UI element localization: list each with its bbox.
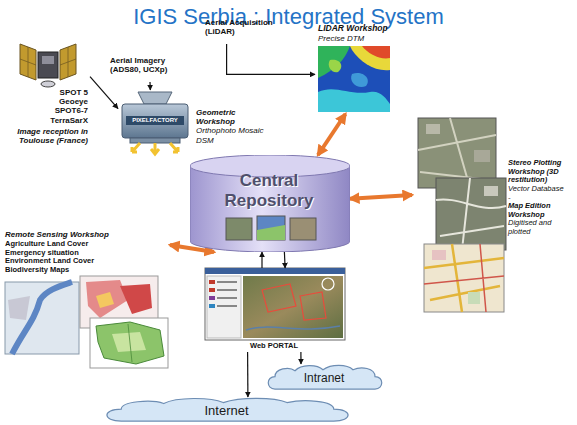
connector-arrow [350,195,412,199]
lidar-image [318,46,390,112]
node-text: Vector Database [508,185,571,194]
remote-sensing-maps [5,276,168,368]
connector-arrow [247,352,248,397]
connector-arrow [227,44,315,74]
pixelfactory-icon [122,92,188,154]
node-text: Orthophoto Mosaic DSM [196,126,270,144]
node-text: Agriculture Land Cover [5,240,168,249]
node-text: Biodiversity Maps [5,266,168,275]
source-text: SPOT 5 Geoeye SPOT6-7 TerraSarX Image rec… [4,40,90,145]
workshop-group: Remote Sensing WorkshopAgriculture Land … [3,228,170,370]
diagram-title: IGIS Serbia : Integrated System [0,4,577,30]
network-cloud: Internet [100,397,355,423]
node-text: Environment Land Cover [5,257,168,266]
source-text: Aerial Acquisition (LiDAR) [205,18,303,44]
node-text: Intranet [265,372,383,386]
connector-arrow [149,82,151,90]
node-text: Aerial Imagery (ADS80, UCXp) [110,56,188,74]
node-text: Central Repository [209,171,329,210]
node-text: - [508,194,571,203]
connector-arrow [300,352,301,364]
node-text: SPOT 5 Geoeye SPOT6-7 TerraSarX [38,88,88,125]
node-text: Emergency situation [5,249,168,258]
workshop-group: Stereo Plotting Workshop (3D restitution… [412,115,573,315]
connector-arrow [261,252,262,268]
node-text: Map Edition Workshop [508,202,571,219]
connector-arrow [318,114,345,155]
node-text: Remote Sensing Workshop [5,230,168,239]
node-text: LIDAR Workshop [318,24,389,34]
node-text: Image reception in Toulouse (France) [4,127,88,145]
network-cloud: Intranet [265,364,385,391]
node-text: Stereo Plotting Workshop (3D restitution… [508,159,571,185]
node-text: Web PORTAL [203,342,345,351]
web-portal: Web PORTAL [203,268,347,352]
node-text: Internet [100,404,353,419]
portal-screenshot [205,268,345,340]
node-text: Precise DTM [318,34,389,43]
workshop-group: LIDAR WorkshopPrecise DTM [315,24,391,114]
connector-arrow [284,252,286,268]
connector-arrow [90,77,118,109]
icon-label: PIXELFACTORY [126,117,184,124]
satellite-icon [20,44,76,87]
stereo-images [418,118,506,312]
repository: Central Repository [190,155,350,252]
node-text: Digitised and plotted [508,219,571,236]
source-text: Aerial Imagery (ADS80, UCXp) [110,56,190,82]
node-text: Aerial Acquisition (LiDAR) [205,18,301,36]
node-text: Geometric Workshop [196,108,270,126]
